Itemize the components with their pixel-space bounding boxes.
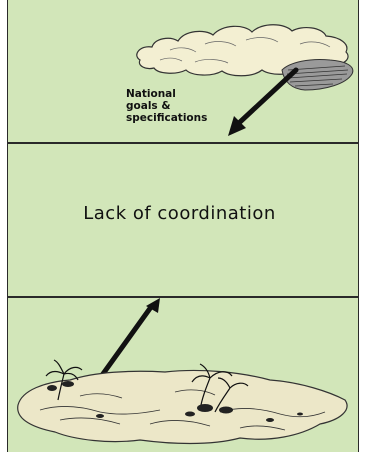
national-goals-line-1: National [126,88,256,100]
lack-of-coordination-label: Lack of coordination [0,203,359,224]
national-goals-line-2: goals & [126,100,256,112]
national-goals-label: National goals & specifications [126,88,256,124]
national-goals-line-3: specifications [126,112,256,124]
